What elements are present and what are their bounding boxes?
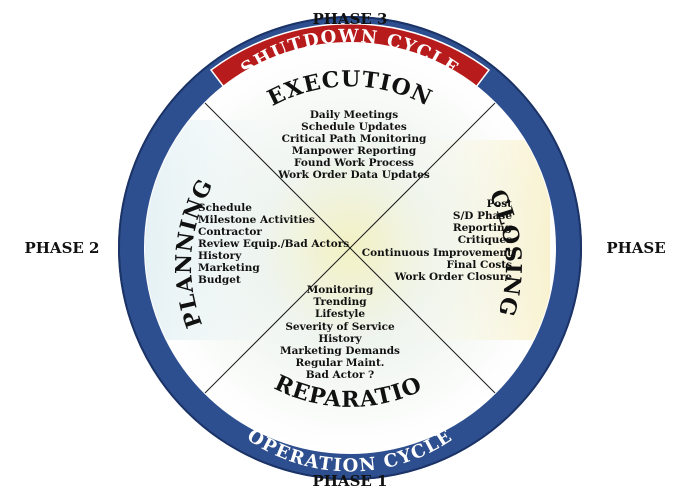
list-item: Marketing	[198, 262, 260, 274]
list-item: Lifestyle	[315, 308, 365, 320]
list-item: History	[198, 250, 242, 262]
list-item: S/D Phase	[453, 210, 512, 222]
list-item: Work Order Closure	[394, 271, 513, 283]
list-item: Daily Meetings	[310, 109, 398, 121]
list-item: Review Equip./Bad Actors	[198, 238, 349, 250]
phase-label-right: PHASE	[606, 239, 665, 257]
execution-list: Daily Meetings Schedule Updates Critical…	[277, 109, 430, 181]
list-item: Bad Actor ?	[306, 369, 374, 381]
list-item: Final Costs	[446, 259, 512, 271]
list-item: Milestone Activities	[198, 214, 315, 226]
closing-list: Post S/D Phase Reporting Critiques Conti…	[362, 198, 513, 283]
list-item: Schedule	[198, 202, 252, 214]
phase-label-top: PHASE 3	[312, 10, 387, 28]
divider-line-2	[204, 102, 496, 394]
list-item: Reporting	[453, 222, 513, 234]
list-item: Continuous Improvement	[362, 247, 512, 259]
list-item: Monitoring	[307, 284, 374, 296]
phase-label-left: PHASE 2	[24, 239, 99, 257]
list-item: Regular Maint.	[296, 357, 385, 369]
outer-ring-edge	[118, 16, 582, 480]
list-item: Schedule Updates	[301, 121, 407, 133]
list-item: Trending	[313, 296, 367, 308]
list-item: Critiques	[458, 234, 512, 246]
list-item: Critical Path Monitoring	[282, 133, 427, 145]
list-item: Budget	[198, 274, 241, 286]
list-item: History	[318, 333, 362, 345]
list-item: Manpower Reporting	[292, 145, 417, 157]
list-item: Work Order Data Updates	[277, 169, 430, 181]
list-item: Marketing Demands	[280, 345, 400, 357]
list-item: Severity of Service	[285, 321, 395, 333]
list-item: Post	[487, 198, 513, 210]
phase-label-bottom: PHASE 1	[312, 472, 387, 490]
preparation-list: Monitoring Trending Lifestyle Severity o…	[280, 284, 400, 381]
list-item: Contractor	[198, 226, 262, 238]
planning-list: Schedule Milestone Activities Contractor…	[198, 202, 349, 286]
list-item: Found Work Process	[294, 157, 414, 169]
